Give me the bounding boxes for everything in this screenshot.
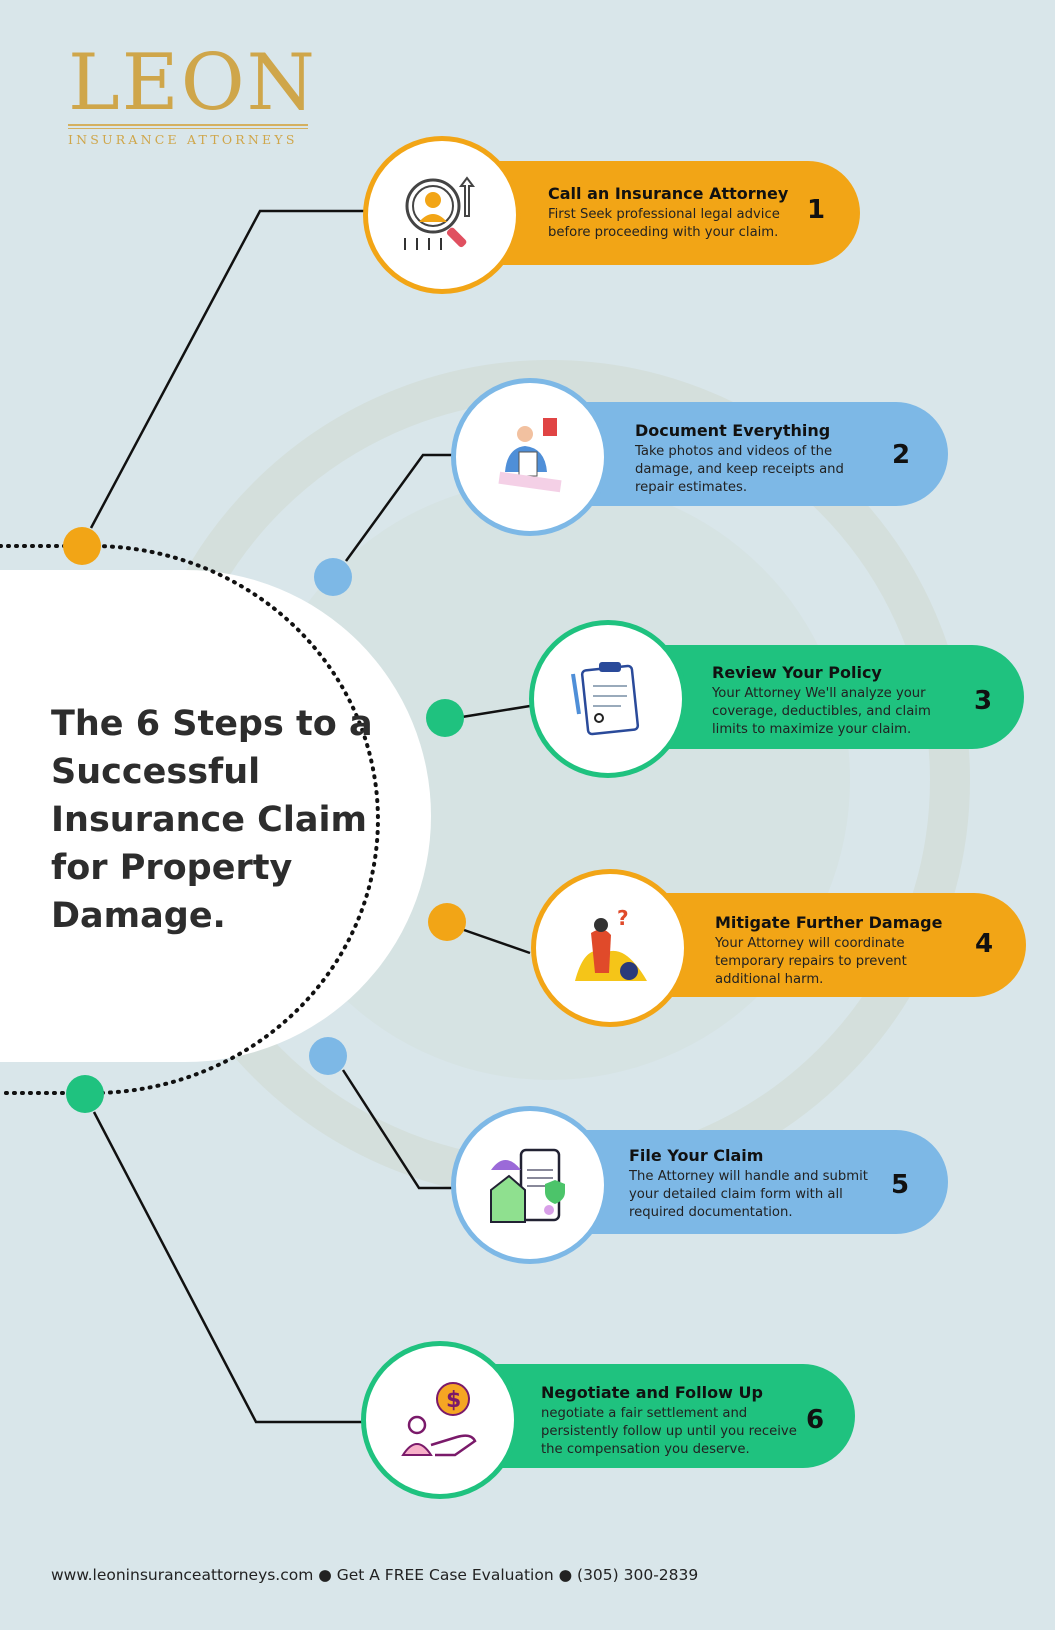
step-number: 4 xyxy=(975,929,994,959)
step-number: 5 xyxy=(891,1170,910,1200)
timeline-dot-5 xyxy=(309,1037,347,1075)
connector-5 xyxy=(341,1069,454,1190)
timeline-dot-6 xyxy=(66,1075,104,1113)
step-number: 1 xyxy=(807,195,826,225)
damage-person-icon: ? xyxy=(575,906,647,981)
search-person-icon xyxy=(404,176,475,250)
timeline-dot-3 xyxy=(426,699,464,737)
documenting-person-icon xyxy=(498,418,562,493)
footer-contact: www.leoninsuranceattorneys.com ● Get A F… xyxy=(51,1566,699,1584)
svg-text:?: ? xyxy=(617,906,629,930)
connector-1 xyxy=(89,209,364,529)
claim-form-icon xyxy=(490,1148,565,1223)
step-number: 6 xyxy=(806,1405,825,1435)
connector-2 xyxy=(344,453,454,562)
clipboard-icon xyxy=(571,662,640,736)
page-title: The 6 Steps to a Successful Insurance Cl… xyxy=(51,704,373,936)
timeline-dot-2 xyxy=(314,558,352,596)
title-panel xyxy=(0,570,431,1062)
money-hand-icon: $ xyxy=(401,1382,477,1457)
svg-text:$: $ xyxy=(446,1388,461,1413)
leon-logo: LEON INSURANCE ATTORNEYS xyxy=(68,38,317,147)
dotted-arc xyxy=(0,543,381,1095)
connector-4 xyxy=(463,928,531,955)
connector-3 xyxy=(461,704,531,719)
timeline-dot-4 xyxy=(428,903,466,941)
step-number: 2 xyxy=(892,440,911,470)
timeline-dot-1 xyxy=(63,527,101,565)
connector-6 xyxy=(92,1111,362,1424)
step-number: 3 xyxy=(974,686,993,716)
